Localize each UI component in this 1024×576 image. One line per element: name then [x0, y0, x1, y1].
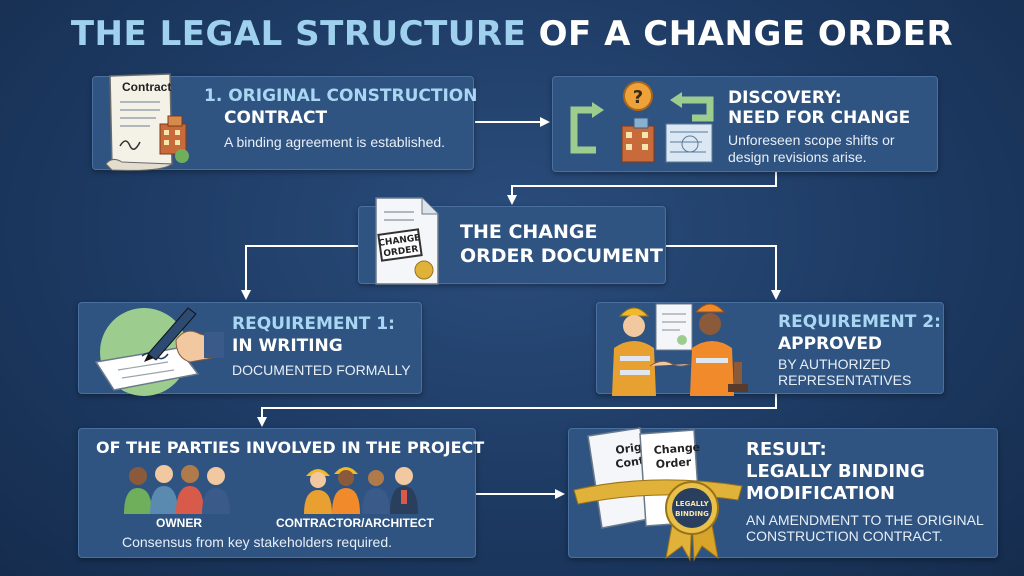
- change-doc-text-2: Order: [655, 456, 692, 471]
- result-heading-line2: LEGALLY BINDING: [746, 461, 925, 482]
- change-order-heading: THE CHANGE: [460, 221, 598, 243]
- discovery-heading: DISCOVERY:: [728, 88, 842, 108]
- stamp-text-order: ORDER: [383, 245, 419, 260]
- change-cycle-icon: ?: [570, 81, 714, 163]
- parties-body: Consensus from key stakeholders required…: [122, 534, 393, 550]
- result-heading-line3: MODIFICATION: [746, 483, 895, 504]
- change-doc-text-1: Change: [653, 441, 700, 457]
- owner-label: OWNER: [156, 516, 202, 530]
- contract-icon-label: Contract: [122, 80, 172, 94]
- arrow-change-order-to-req1: [241, 245, 358, 300]
- binding-seal-icon: Original Contract Change Order LEGALLY B…: [573, 427, 743, 562]
- owner-group-icon: [124, 465, 230, 514]
- discovery-body-line1: Unforeseen scope shifts or: [728, 132, 895, 148]
- change-order-document-icon: CHANGE ORDER: [375, 197, 439, 285]
- requirement-2-body-line1: BY AUTHORIZED: [778, 356, 891, 372]
- parties-heading: OF THE PARTIES INVOLVED IN THE PROJECT: [96, 438, 485, 457]
- requirement-1-heading-line2: IN WRITING: [232, 336, 343, 356]
- result-heading: RESULT:: [746, 439, 827, 460]
- arrow-change-order-to-req2: [665, 245, 781, 300]
- step-discovery-box: [552, 76, 938, 172]
- discovery-body-line2: design revisions arise.: [728, 149, 867, 165]
- step1-body: A binding agreement is established.: [224, 134, 446, 150]
- svg-text:?: ?: [633, 87, 643, 108]
- requirement-2-body-line2: REPRESENTATIVES: [778, 372, 912, 388]
- contract-scroll-icon: [105, 73, 189, 171]
- seal-text-2: BINDING: [675, 510, 709, 518]
- contractor-architect-label: CONTRACTOR/ARCHITECT: [276, 516, 434, 530]
- handshake-workers-icon: [612, 303, 748, 396]
- arrow-discovery-to-change-order: [507, 172, 777, 205]
- seal-text-1: LEGALLY: [675, 500, 709, 508]
- result-body-line2: CONSTRUCTION CONTRACT.: [746, 528, 943, 544]
- change-order-heading-line2: ORDER DOCUMENT: [460, 245, 663, 267]
- step1-heading: 1. ORIGINAL CONSTRUCTION: [204, 86, 478, 106]
- page-title: THE LEGAL STRUCTURE OF A CHANGE ORDER: [70, 14, 954, 54]
- result-body-line1: AN AMENDMENT TO THE ORIGINAL: [746, 512, 984, 528]
- pen-signing-icon: [94, 307, 224, 396]
- arrow-req-to-parties: [257, 394, 777, 427]
- requirement-2-heading: REQUIREMENT 2:: [778, 312, 941, 332]
- requirement-1-heading: REQUIREMENT 1:: [232, 314, 395, 334]
- requirement-2-heading-line2: APPROVED: [778, 334, 883, 354]
- discovery-heading-line2: NEED FOR CHANGE: [728, 108, 911, 128]
- contractor-group-icon: [304, 467, 418, 514]
- step1-heading-line2: CONTRACT: [224, 108, 328, 128]
- requirement-1-body: DOCUMENTED FORMALLY: [232, 362, 411, 378]
